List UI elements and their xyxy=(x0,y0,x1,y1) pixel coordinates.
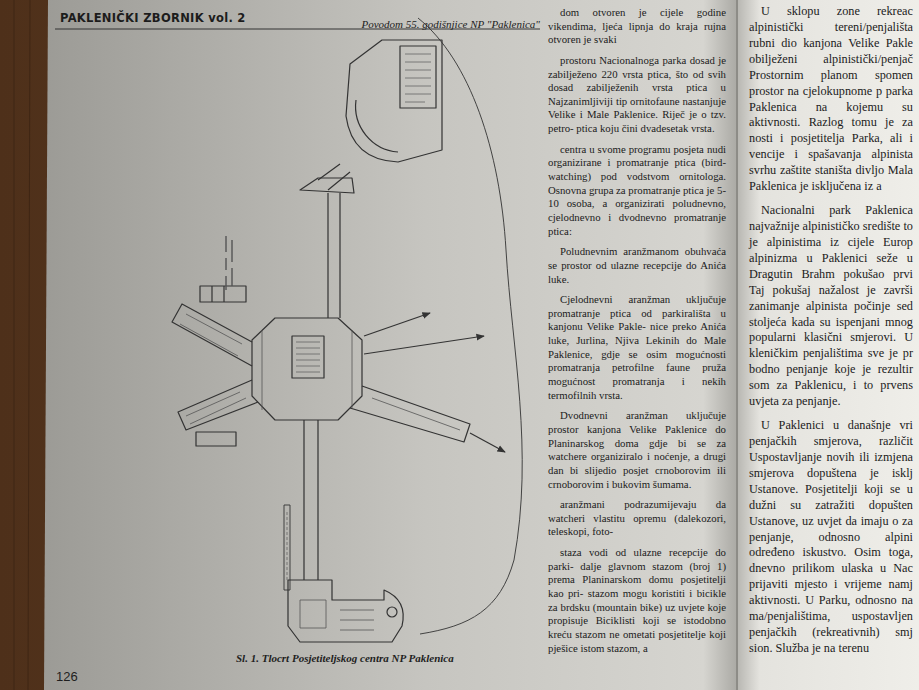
body-paragraph: Poludnevnim aranžmanom obuhvaća se prost… xyxy=(548,245,726,286)
terrace xyxy=(350,386,470,442)
central-hall xyxy=(252,318,362,420)
running-head: Povodom 55. godišnjice NP "Paklenica" xyxy=(361,18,540,30)
corridor xyxy=(328,193,340,318)
body-paragraph: staza vodi od ulazne recepcije do parki-… xyxy=(548,546,726,655)
exhibition-wing xyxy=(178,380,258,430)
wood-grain xyxy=(14,0,30,690)
text-column: dom otvoren je cijele godine vikendima, … xyxy=(548,6,726,662)
left-book-page xyxy=(44,0,738,690)
legend-lines xyxy=(405,54,431,102)
entrance-building xyxy=(288,580,403,642)
reception-desk xyxy=(292,336,324,378)
figure-caption: Sl. 1. Tlocrt Posjetiteljskog centra NP … xyxy=(236,652,454,664)
running-title: PAKLENIČKI ZBORNIK vol. 2 xyxy=(60,11,246,25)
entrance-rooms xyxy=(300,600,374,630)
body-paragraph: prostoru Nacionalnoga parka dosad je zab… xyxy=(548,54,726,136)
book-gutter xyxy=(736,0,738,690)
entrance-walls xyxy=(318,164,350,190)
terrace-inner-line xyxy=(372,398,460,430)
body-paragraph: centra u svome programu posjeta nudi org… xyxy=(548,143,726,238)
direction-arrow xyxy=(364,313,430,336)
hall-inner-wall xyxy=(262,330,352,410)
exhibition-wing xyxy=(172,304,252,366)
site-boundary xyxy=(418,18,522,634)
wing-inner-wall xyxy=(186,392,246,424)
wing-inner-wall xyxy=(180,314,242,356)
text-holder: PAKLENIČKI ZBORNIK vol. 2 xyxy=(60,8,246,26)
body-paragraph: Nacionalni park Paklenica najvažnije alp… xyxy=(749,203,913,410)
body-paragraph: dom otvoren je cijele godine vikendima, … xyxy=(548,6,726,47)
text-holder: Sl. 1. Tlocrt Posjetiteljskog centra NP … xyxy=(236,648,454,666)
text-holder: Povodom 55. godišnjice NP "Paklenica" xyxy=(361,14,540,32)
direction-arrow xyxy=(364,336,484,354)
rotated-legend-marks xyxy=(226,236,232,290)
body-paragraph: U sklopu zone rekreac alpinistički teren… xyxy=(749,4,913,195)
path-marker-text-line xyxy=(287,512,288,582)
desk-hatching xyxy=(296,342,320,372)
body-paragraph: Dvodnevni aranžman uključuje prostor kan… xyxy=(548,409,726,491)
visitor-building-outline xyxy=(346,40,442,162)
page-number: 126 xyxy=(56,669,78,684)
wing-rooms xyxy=(196,432,236,446)
round-feature xyxy=(387,607,397,617)
corridor xyxy=(304,420,318,580)
text-column: U sklopu zone rekreac alpinistički teren… xyxy=(749,4,913,665)
plan-legend-box xyxy=(400,46,436,108)
building-curved-wall xyxy=(356,100,398,152)
direction-arrow xyxy=(470,433,505,452)
right-book-page xyxy=(738,0,919,690)
body-paragraph: Cjelodnevni aranžman uključuje promatran… xyxy=(548,293,726,402)
body-paragraph: U Paklenici u današnje vri penjačkih smj… xyxy=(749,418,913,657)
entrance-porch xyxy=(300,178,354,193)
path-marker xyxy=(284,505,290,590)
wing-rooms xyxy=(200,286,246,302)
body-paragraph: aranžmani podrazumijevaju da watcheri vl… xyxy=(548,498,726,539)
text-holder: 126 xyxy=(56,667,78,685)
